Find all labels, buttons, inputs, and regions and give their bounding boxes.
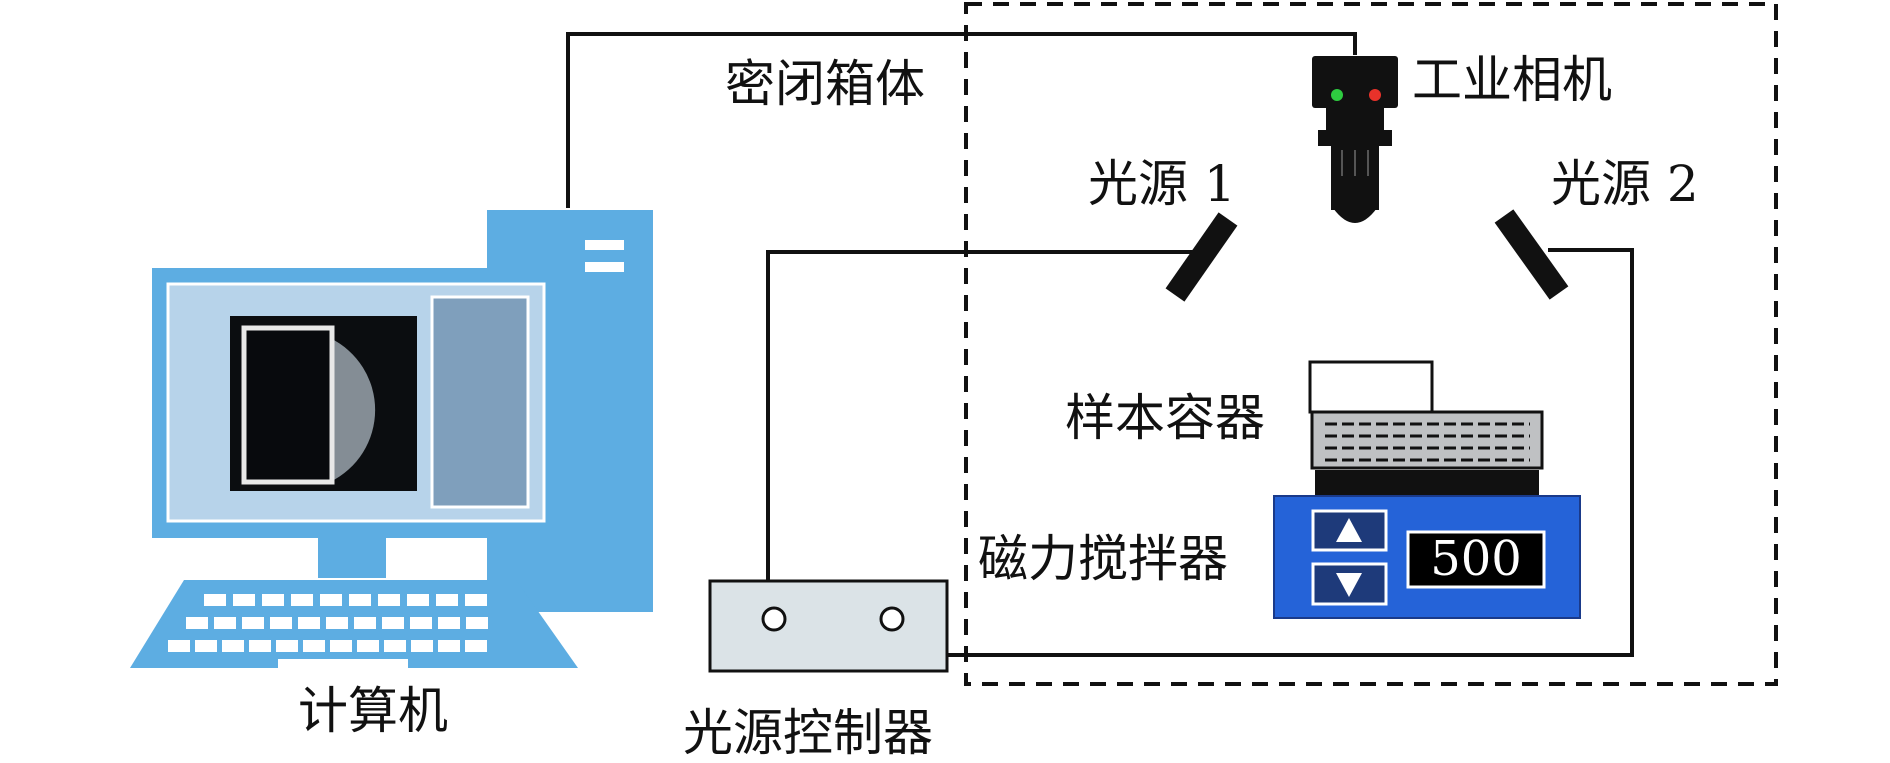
tower-slot-1 [585,240,624,250]
camera-neck [1326,108,1384,130]
keyboard-key [291,594,313,606]
keyboard-key [411,640,433,652]
container-icon [1308,360,1544,470]
keyboard-key [410,617,432,629]
keyboard-keys [168,594,488,669]
camera-computer-wire [566,32,1357,208]
keyboard-key [214,617,236,629]
keyboard-key [186,617,208,629]
container-lid [1308,360,1434,414]
container-liquid-lines [1325,422,1530,462]
keyboard-key [330,640,352,652]
keyboard-key [438,640,460,652]
keyboard-key [298,617,320,629]
keyboard-key [195,640,217,652]
light-source-1-icon [1165,212,1238,302]
screen-sidebar [430,295,530,509]
keyboard-key [465,640,487,652]
label-light-source-2: 光源 2 [1551,155,1699,213]
keyboard-key [349,594,371,606]
keyboard-key [233,594,255,606]
monitor-neck [318,538,386,578]
keyboard-key [357,640,379,652]
controller-icon [708,579,949,673]
keyboard-key [303,640,325,652]
light2-controller-wire [948,248,1634,657]
keyboard-key [262,594,284,606]
label-stirrer: 磁力搅拌器 [978,530,1228,588]
keyboard-key [222,640,244,652]
camera-body [1312,56,1398,108]
light-source-2-icon [1494,209,1569,300]
light1-controller-wire [766,250,1195,580]
stirrer-icon: 500 [1273,470,1581,619]
keyboard-key [384,640,406,652]
keyboard-key [354,617,376,629]
sealed-enclosure-box [964,2,1778,686]
camera-lens-glass [1333,208,1377,223]
camera-ring [1318,130,1392,146]
computer-icon [130,210,653,669]
label-container: 样本容器 [1065,389,1265,447]
down-arrow-icon [1336,573,1362,597]
label-computer: 计算机 [298,682,448,740]
label-controller: 光源控制器 [683,704,933,762]
keyboard-key [465,594,487,606]
stirrer-display [1406,530,1546,589]
keyboard-key [270,617,292,629]
keyboard-key [382,617,404,629]
keyboard-key [276,640,298,652]
stirrer-display-value: 500 [1430,531,1522,587]
keyboard-key [436,594,458,606]
wires [566,32,1634,657]
keyboard-spacebar [278,659,408,669]
keyboard-key [378,594,400,606]
keyboard-key [168,640,190,652]
keyboard-key [438,617,460,629]
keyboard-key [242,617,264,629]
keyboard-key [320,594,342,606]
keyboard-key [326,617,348,629]
screen-image-cuvette [241,325,335,485]
keyboard-key [249,640,271,652]
screen-image-dish [330,338,376,482]
keyboard-key [466,617,488,629]
stirrer-plate [1315,470,1539,496]
controller-port-2 [879,606,905,632]
camera-led-red [1369,89,1381,101]
camera-led-green [1331,89,1343,101]
camera-icon [1312,56,1398,223]
label-enclosure: 密闭箱体 [725,55,925,113]
label-light-source-1: 光源 1 [1088,155,1236,213]
controller-box [708,579,949,673]
up-arrow-icon [1336,518,1362,542]
controller-port-1 [761,606,787,632]
label-camera: 工业相机 [1412,51,1612,109]
tower-slot-2 [585,262,624,272]
keyboard-key [407,594,429,606]
keyboard-key [204,594,226,606]
